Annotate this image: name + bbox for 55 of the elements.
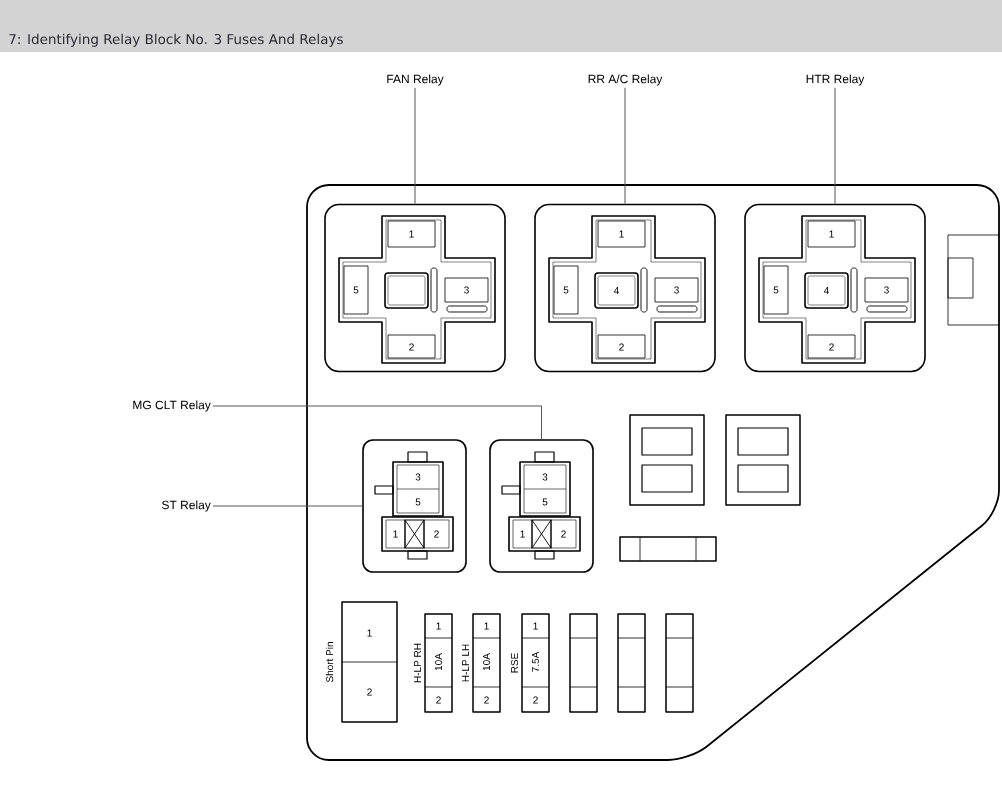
- relay-socket: [629, 414, 705, 506]
- fuse-rating: 10A: [482, 653, 491, 671]
- pin-number: 2: [561, 530, 566, 538]
- leader-line: [834, 87, 836, 205]
- pin-number: 2: [434, 530, 439, 538]
- fuse-name: RSE: [510, 653, 519, 673]
- relay-label: RR A/C Relay: [588, 74, 663, 86]
- relay-label: ST Relay: [162, 500, 211, 512]
- fuse: [569, 613, 598, 713]
- pin-number: 2: [436, 696, 441, 704]
- pin-number: 2: [367, 688, 372, 696]
- pin-number: 2: [409, 343, 414, 351]
- fuse-rating: 10A: [434, 653, 443, 671]
- pin-number: 1: [533, 622, 538, 630]
- pin-number: 5: [542, 498, 548, 506]
- page-title: 7: Identifying Relay Block No. 3 Fuses And Relays: [9, 33, 343, 47]
- leader-line: [414, 87, 416, 205]
- relay-label: MG CLT Relay: [133, 400, 211, 412]
- relay-label: HTR Relay: [806, 74, 865, 86]
- pin-number: 1: [436, 622, 441, 630]
- fuse-name: H-LP RH: [414, 643, 421, 683]
- pin-number: 1: [829, 230, 834, 238]
- pin-number: 3: [464, 286, 469, 294]
- pin-number: 5: [773, 286, 779, 294]
- pin-number: 5: [353, 286, 359, 294]
- leader-line: [212, 505, 363, 507]
- pin-number: 1: [520, 530, 525, 538]
- pin-number: 3: [415, 473, 421, 481]
- pin-number: 1: [484, 622, 489, 630]
- pin-number: 2: [484, 696, 489, 704]
- pin-number: 5: [563, 286, 569, 294]
- fuse: [619, 536, 717, 562]
- pin-number: 1: [393, 530, 398, 538]
- connector-port: [947, 234, 1001, 326]
- pin-number: 4: [613, 287, 619, 294]
- pin-number: 4: [823, 287, 829, 294]
- relay-label: FAN Relay: [387, 74, 444, 86]
- pin-number: 1: [409, 230, 414, 238]
- fuse-name: H-LP LH: [462, 644, 469, 682]
- pin-number: 2: [619, 343, 624, 351]
- pin-number: 3: [674, 286, 679, 294]
- pin-number: 3: [542, 473, 548, 481]
- pin-number: 5: [415, 498, 421, 506]
- leader-line: [624, 87, 626, 205]
- fuse-name: Short Pin: [325, 642, 334, 683]
- pin-number: 1: [367, 629, 372, 637]
- pin-number: 1: [619, 230, 624, 238]
- fuse: [617, 613, 646, 713]
- fuse-rating: 7.5A: [532, 651, 539, 672]
- pin-number: 2: [829, 343, 834, 351]
- relay-socket: [725, 414, 801, 506]
- pin-number: 2: [533, 696, 538, 704]
- pin-number: 3: [884, 286, 889, 294]
- leader-line: [212, 405, 542, 440]
- fuse: [665, 613, 694, 713]
